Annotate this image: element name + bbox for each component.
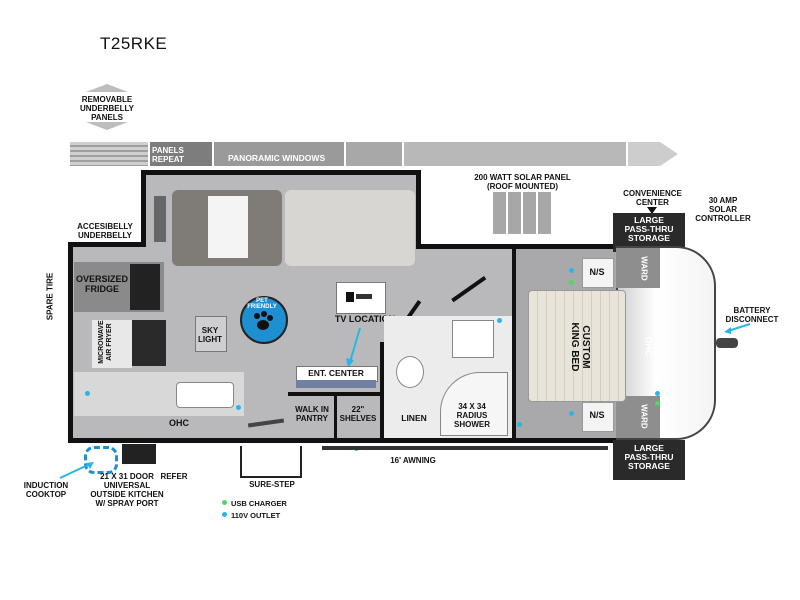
bed-label: CUSTOM KING BED [569, 322, 591, 372]
induction-label: INDUCTION COOKTOP [23, 481, 69, 499]
outlet-dinette [236, 405, 241, 410]
battery-label: BATTERY DISCONNECT [725, 306, 779, 324]
ns-top-box [582, 258, 614, 288]
step-block [240, 446, 302, 478]
ent-center-label: ENT. CENTER [308, 368, 364, 378]
underbelly-band [70, 142, 148, 166]
wall-bath-left [380, 342, 384, 440]
linen-label: LINEN [401, 413, 427, 423]
wall-left [68, 242, 73, 442]
outside-hose [84, 446, 118, 474]
thirty-amp-label: 30 AMP SOLAR CONTROLLER [695, 196, 751, 223]
awning-bar [322, 446, 608, 450]
microwave-label: MICROWAVE AIR FRYER [98, 320, 113, 364]
sky-light-label: SKY LIGHT [198, 326, 222, 344]
solar-panel-label: 200 WATT SOLAR PANEL (ROOF MOUNTED) [474, 173, 571, 191]
wall-top-left [68, 242, 146, 247]
usb-ns-bottom [655, 401, 660, 406]
outlet-bed-low [517, 422, 522, 427]
pet-friendly-label: PET FRIENDLY [247, 298, 277, 310]
solar-panel-icon [493, 192, 553, 234]
ward-top-label: WARD [639, 256, 649, 281]
outlet-bath [497, 318, 502, 323]
walk-in-pantry-label: WALK IN PANTRY [295, 405, 329, 423]
panels-repeat-label: PANELS REPEAT [152, 146, 184, 164]
tv-remote-icon [346, 292, 372, 302]
wall-bedroom [512, 246, 516, 440]
wall-slide-top [141, 170, 421, 175]
storage-bottom: LARGE PASS-THRU STORAGE [613, 440, 685, 480]
panel-arrow-icon [86, 84, 128, 130]
bed [528, 290, 626, 402]
cooktop [132, 320, 166, 366]
wall-top-right [416, 244, 616, 249]
ward-top-box [616, 248, 660, 288]
shower-label: 34 x 34 RADIUS SHOWER [454, 402, 490, 429]
pet-friendly-badge [240, 296, 288, 344]
outlet-front [655, 391, 660, 396]
paw-icon [254, 311, 273, 330]
ward-bottom-label: WARD [639, 404, 649, 429]
outlet-kitchen [85, 391, 90, 396]
wall-slide-right [416, 170, 421, 248]
panoramic-windows-label: PANORAMIC WINDOWS [228, 153, 326, 163]
windows-band-4 [628, 142, 660, 166]
legend-outlet-label: 110V OUTLET [231, 511, 281, 520]
microwave-box [92, 320, 132, 368]
convenience-center-label: CONVENIENCE CENTER [623, 189, 682, 207]
windows-arrow-icon [660, 142, 678, 166]
ns-bottom-label: N/S [589, 410, 605, 420]
battery-arrow-icon [724, 323, 751, 334]
outlet-ns-bottom [569, 411, 574, 416]
ent-center-shelf [296, 380, 376, 388]
usb-ns-top [569, 280, 574, 285]
panels-repeat-band [150, 142, 212, 166]
ohc-bed-label: OHC [643, 336, 654, 357]
fridge-label: OVERSIZED FRIDGE [76, 274, 129, 294]
sure-step-label: SURE-STEP [249, 480, 295, 489]
skylight-box [195, 316, 227, 352]
sink [176, 382, 234, 408]
windows-band-2 [346, 142, 402, 166]
ns-top-label: N/S [589, 267, 605, 277]
tire [122, 444, 156, 464]
tv-arrow-icon [346, 328, 361, 368]
ward-bottom-box [616, 396, 660, 438]
legend-usb-dot [222, 500, 227, 505]
wall-bottom [68, 438, 616, 443]
induction-arrow-icon [59, 462, 94, 479]
hitch [716, 338, 738, 348]
wall-slide-left [141, 170, 146, 246]
windows-band-1 [214, 142, 344, 166]
shower [440, 372, 508, 436]
outlet-ns-top [569, 268, 574, 273]
model-title: T25RKE [100, 34, 168, 53]
legend-usb-label: USB CHARGER [231, 499, 287, 508]
windows-band-3 [404, 142, 626, 166]
tv-location-label: TV LOCATION [334, 314, 396, 324]
slide-window [154, 196, 166, 242]
bath-sink [452, 320, 494, 358]
ns-bottom-box [582, 402, 614, 432]
wall-pantry-div [334, 392, 337, 440]
accessible-underbelly-label: ACCESIBELLY UNDERBELLY [77, 222, 133, 240]
door-label: 21 x 31 DOOR UNIVERSAL OUTSIDE KITCHEN W… [90, 472, 164, 508]
dinette-table [208, 196, 248, 258]
legend-outlet-dot [222, 512, 227, 517]
refer-label: REFER [160, 472, 188, 481]
convenience-arrow-icon [647, 207, 657, 214]
fridge-door [130, 264, 160, 310]
spare-tire-label: SPARE TIRE [45, 272, 55, 321]
toilet [396, 356, 424, 388]
removable-panels-label: REMOVABLE UNDERBELLY PANELS [80, 95, 134, 122]
shelves-label: 22" SHELVES [339, 405, 377, 423]
awning-label: 16' AWNING [390, 456, 436, 465]
sofa [285, 190, 415, 266]
storage-top: LARGE PASS-THRU STORAGE [613, 213, 685, 252]
ohc-kitchen-label: OHC [169, 418, 189, 428]
